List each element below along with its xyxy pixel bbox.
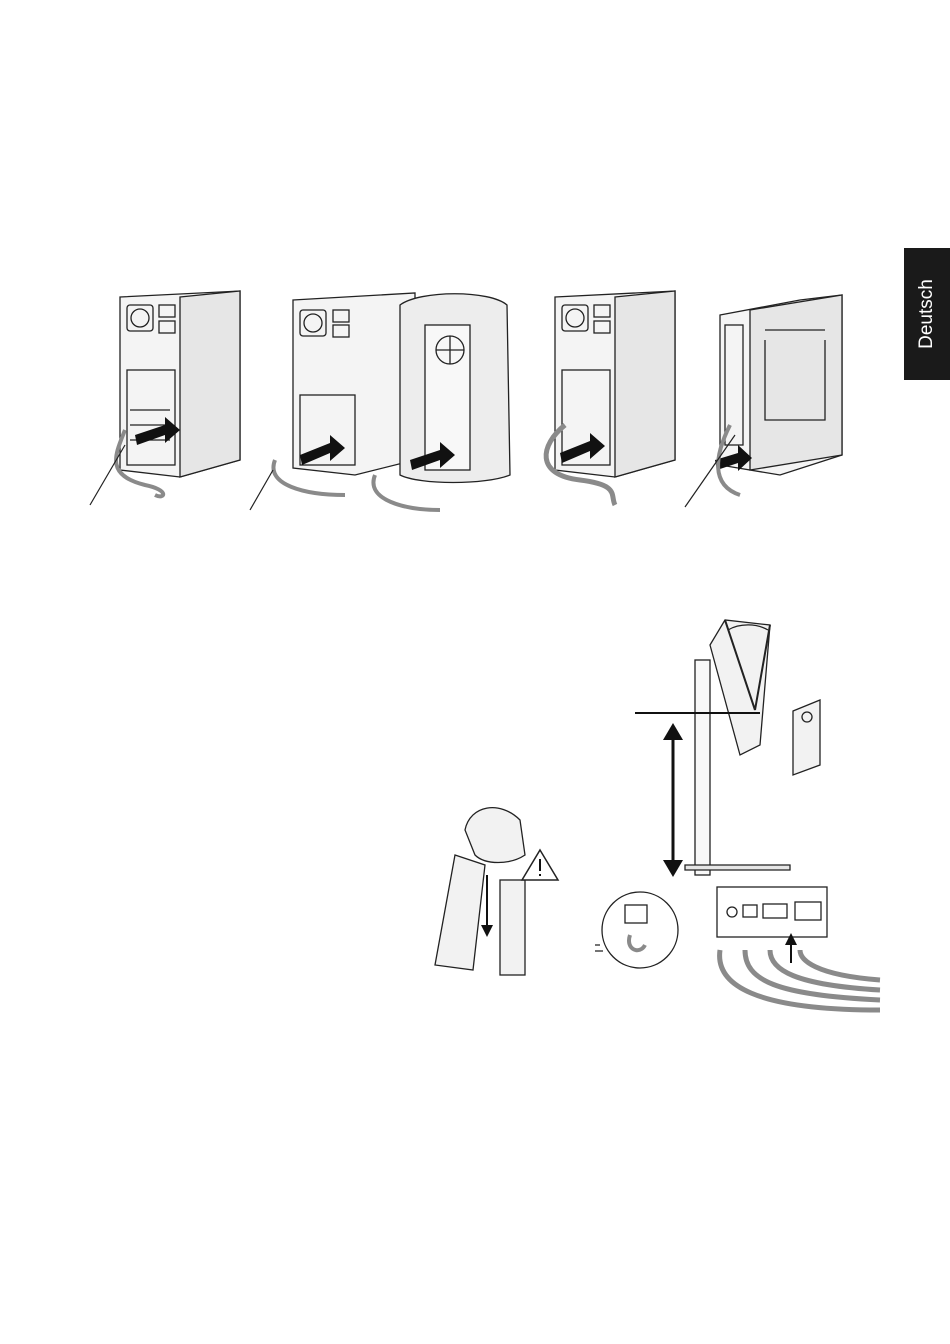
pc-tower-figure-3: [520, 285, 700, 515]
pc-tower-icon: [120, 291, 240, 477]
language-tab-label: Deutsch: [916, 279, 938, 349]
mac-tower-icon: [400, 294, 510, 483]
height-arrow: [663, 723, 683, 877]
warning-triangle-icon: [522, 850, 558, 880]
connector-panel: [717, 887, 827, 937]
monitor-rear-connectors-icon: [685, 620, 820, 875]
language-tab: Deutsch: [904, 248, 950, 380]
callout-line: [250, 470, 273, 510]
pc-tower-figure-4: [680, 285, 855, 515]
callout-line: [90, 445, 125, 505]
magnifier-power-circle: [595, 892, 678, 968]
monitor-stand-lock-icon: [435, 808, 525, 975]
monitor-stand-figure: [415, 795, 570, 980]
callout-line: [685, 435, 735, 507]
pc-tower-icon: [293, 293, 415, 475]
monitor-rear-figure: [595, 615, 880, 1025]
pc-tower-figure-1: [85, 285, 260, 510]
connector-cables: [720, 950, 880, 1010]
pc-tower-mac-figure-2: [245, 285, 520, 520]
